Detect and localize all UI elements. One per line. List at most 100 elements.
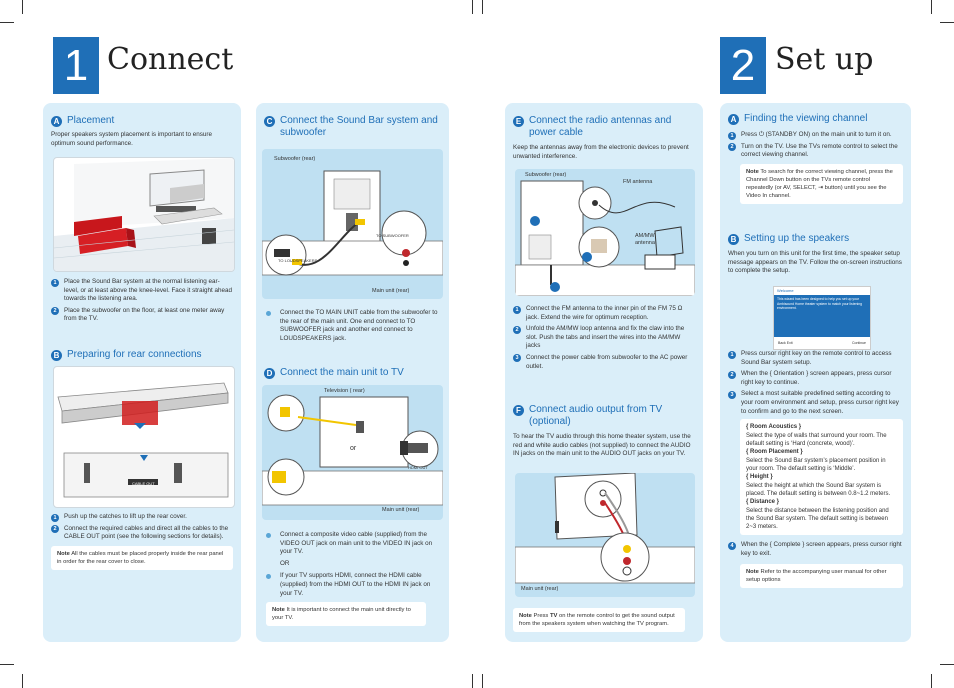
section-number-connect: 1 (53, 37, 99, 94)
crop-mark (472, 0, 473, 14)
subwoofer-rear-label: Subwoofer (rear) (525, 172, 567, 178)
tv-rear-label: Television ( rear) (324, 388, 365, 394)
note-viewing: Note To search for the correct viewing c… (740, 163, 903, 204)
crop-mark (482, 0, 483, 14)
main-unit-rear-label: Main unit (rear) (372, 288, 410, 294)
heading-placement: Placement (67, 115, 115, 126)
audio-intro: To hear the TV audio through this home t… (513, 433, 691, 458)
rear-panel-drawing (57, 382, 229, 498)
audio-illustration: Main unit (rear) (515, 473, 695, 597)
welcome-back: Back Exit (778, 341, 793, 345)
speakers-intro: When you turn on this unit for the first… (728, 250, 902, 275)
or-label: or (350, 445, 357, 452)
subwoofer-bullets: Connect the TO MAIN UNIT cable from the … (264, 309, 441, 346)
section-speakers: B Setting up the speakers When you turn o… (728, 233, 903, 276)
list-item: Connect a composite video cable (supplie… (264, 531, 441, 557)
crop-mark (0, 22, 14, 23)
hdmi-out-label: HDMI OUT (408, 465, 428, 470)
section-number-setup: 2 (720, 37, 766, 94)
crop-mark (931, 0, 932, 14)
heading-audio-output: Connect audio output from TV (optional) (529, 404, 663, 427)
badge-b: B (51, 350, 62, 361)
subwoofer-drawing (262, 170, 443, 276)
panel-antennas-audio: E Connect the radio antennas and power ca… (505, 103, 703, 642)
tv-drawing (262, 394, 443, 506)
badge-setup-a: A (728, 114, 739, 125)
heading-viewing-channel: Finding the viewing channel (744, 113, 868, 124)
section-audio-output: F Connect audio output from TV (optional)… (513, 404, 695, 459)
audio-note-wrap: Note Press TV on the remote control to g… (513, 608, 695, 632)
crop-mark (0, 664, 14, 665)
or-text: OR (280, 559, 290, 567)
note-setup: Note Refer to the accompanying user manu… (740, 564, 903, 589)
badge-e: E (513, 116, 524, 127)
badge-c: C (264, 116, 275, 127)
note-rear: Note All the cables must be placed prope… (51, 545, 233, 570)
section-title-connect: Connect (107, 42, 234, 77)
tv-bullets: Connect a composite video cable (supplie… (264, 531, 441, 627)
antenna-drawing (515, 180, 695, 296)
badge-f: F (513, 405, 524, 416)
section-rear-connections: B Preparing for rear connections (51, 349, 233, 361)
welcome-text: This wizard has been designed to help yo… (777, 297, 862, 311)
crop-mark (22, 674, 23, 688)
antenna-illustration: Subwoofer (rear) FM antenna AM/MW antenn… (515, 169, 695, 296)
list-item: If your TV supports HDMI, connect the HD… (264, 572, 441, 598)
crop-mark (940, 22, 954, 23)
heading-antennas: Connect the radio antennas and power cab… (529, 115, 672, 138)
heading-subwoofer: Connect the Sound Bar system and subwoof… (280, 115, 438, 138)
crop-mark (931, 674, 932, 688)
tv-connection-illustration: Television ( rear) Main unit (rear) or H… (262, 385, 443, 520)
audio-drawing (515, 473, 695, 584)
room-drawing (54, 158, 234, 271)
welcome-title: Welcome (774, 287, 870, 295)
rear-cover-illustration: CABLE OUT (53, 366, 235, 508)
heading-speakers: Setting up the speakers (744, 233, 850, 244)
list-item: Connect the TO MAIN UNIT cable from the … (264, 309, 441, 343)
main-unit-rear-label: Main unit (rear) (521, 586, 559, 592)
subwoofer-rear-label: Subwoofer (rear) (274, 156, 316, 162)
note-tv: Note It is important to connect the main… (266, 602, 426, 627)
section-title-setup: Set up (775, 42, 874, 77)
setting-details: { Room Acoustics } Select the type of wa… (740, 419, 903, 536)
badge-setup-b: B (728, 234, 739, 245)
crop-mark (482, 674, 483, 688)
heading-rear: Preparing for rear connections (67, 349, 202, 360)
crop-mark (22, 0, 23, 14)
subwoofer-illustration: Subwoofer (rear) Main unit (rear) TO SUB… (262, 149, 443, 299)
welcome-screen: Welcome This wizard has been designed to… (773, 286, 871, 350)
panel-subwoofer-tv: C Connect the Sound Bar system and subwoo… (256, 103, 449, 642)
am-antenna-label: AM/MW antenna (635, 233, 655, 246)
to-subwoofer-label: TO SUBWOOFER (376, 233, 409, 238)
crop-mark (472, 674, 473, 688)
fm-antenna-label: FM antenna (623, 179, 653, 185)
note-audio: Note Press TV on the remote control to g… (513, 608, 685, 632)
main-unit-rear-label: Main unit (rear) (382, 507, 420, 513)
to-loudspeakers-label: TO LOUDSPEAKERS (278, 258, 318, 263)
heading-main-to-tv: Connect the main unit to TV (280, 367, 404, 378)
cable-out-label: CABLE OUT (132, 481, 155, 486)
section-subwoofer: C Connect the Sound Bar system and subwoo… (264, 115, 441, 139)
